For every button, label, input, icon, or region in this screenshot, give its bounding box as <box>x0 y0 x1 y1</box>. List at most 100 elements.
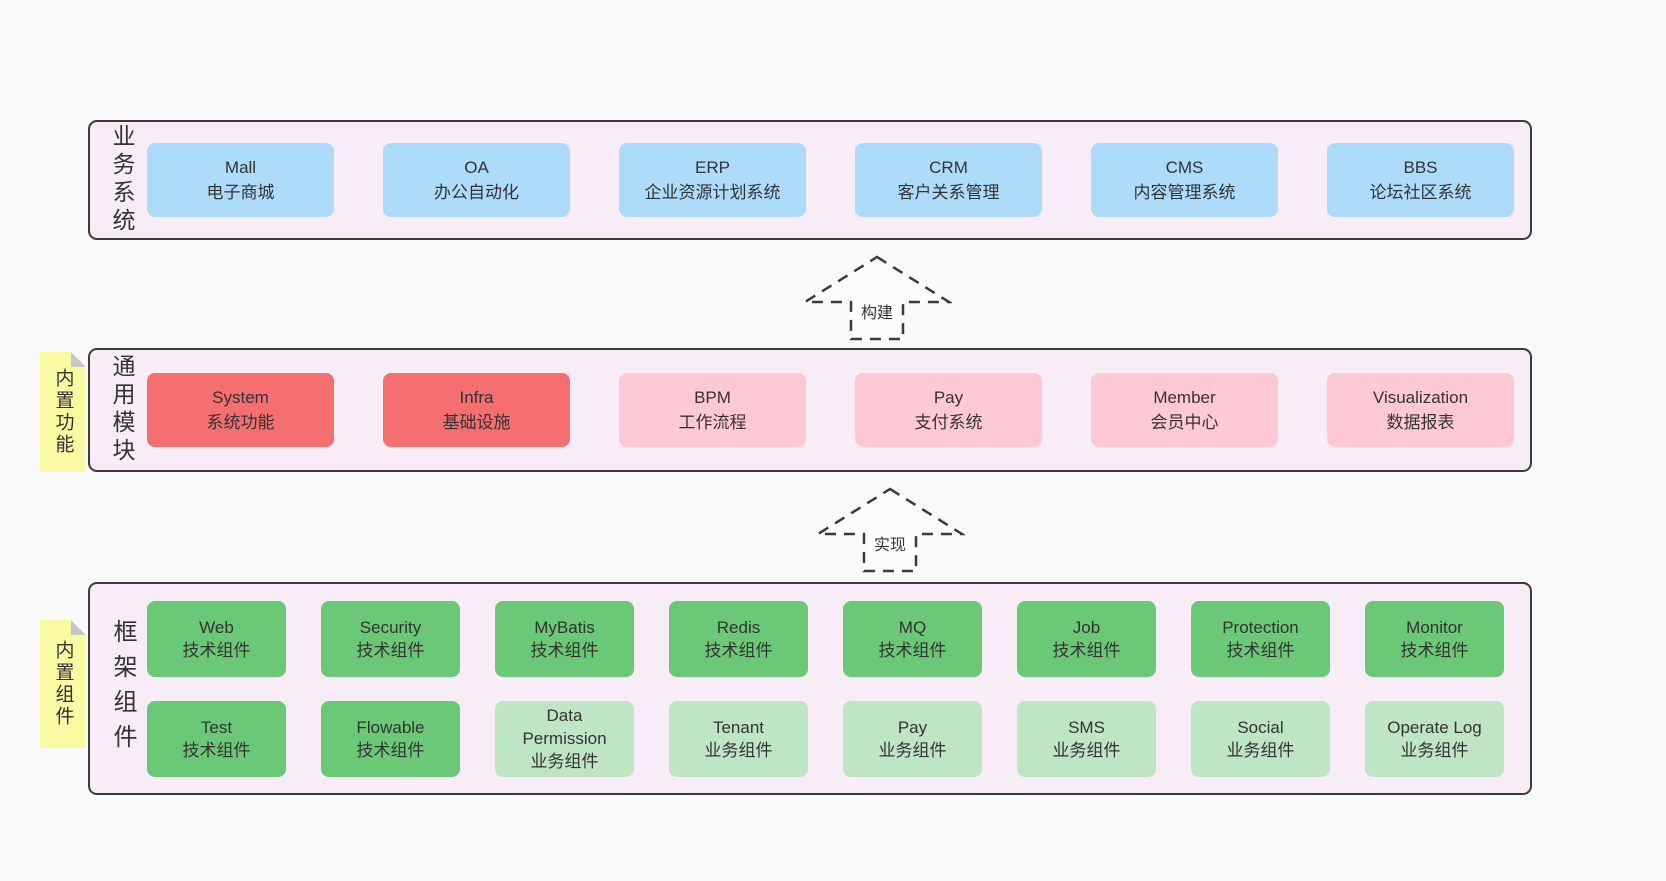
box-system: System 系统功能 <box>147 373 334 447</box>
sticky-fold-icon <box>71 620 86 635</box>
box-protection: Protection 技术组件 <box>1191 600 1330 677</box>
sticky-note: 内置组件 <box>40 620 86 748</box>
box-oa: OA 办公自动化 <box>383 143 570 217</box>
layer-label: 业务系统 <box>109 124 135 236</box>
box-web: Web 技术组件 <box>147 600 286 677</box>
box-desc: 支付系统 <box>914 413 983 432</box>
box-name: Mall <box>224 158 257 177</box>
box-name: Job <box>1072 617 1101 637</box>
box-desc: 内容管理系统 <box>1133 183 1236 202</box>
arrow-label: 构建 <box>854 298 900 324</box>
box-name: Flowable <box>356 717 425 737</box>
box-desc: 技术组件 <box>182 740 251 760</box>
implement-arrow: 实现 <box>815 486 965 574</box>
box-desc: 系统功能 <box>206 413 275 432</box>
box-name: SMS <box>1068 717 1105 737</box>
box-name: CMS <box>1165 158 1204 177</box>
box-sms: SMS 业务组件 <box>1017 700 1156 777</box>
box-name: System <box>212 388 269 407</box>
box-desc: 业务组件 <box>530 752 599 771</box>
box-infra: Infra 基础设施 <box>383 373 570 447</box>
box-name: Security <box>359 617 422 637</box>
box-name: BBS <box>1403 158 1438 177</box>
box-row: Mall 电子商城 OA 办公自动化 ERP 企业资源计划系统 CRM 客户关系管理 CMS 内容… <box>147 143 1514 217</box>
box-bpm: BPM 工作流程 <box>619 373 806 447</box>
box-security: Security 技术组件 <box>321 600 460 677</box>
box-operate-log: Operate Log 业务组件 <box>1365 700 1504 777</box>
box-name: ERP <box>695 158 730 177</box>
box-mall: Mall 电子商城 <box>147 143 334 217</box>
box-desc: 企业资源计划系统 <box>644 183 781 202</box>
box-erp: ERP 企业资源计划系统 <box>619 143 806 217</box>
box-desc: 业务组件 <box>878 740 947 760</box>
box-monitor: Monitor 技术组件 <box>1365 600 1504 677</box>
box-tenant: Tenant 业务组件 <box>669 700 808 777</box>
arrow-label: 实现 <box>867 530 913 556</box>
box-social: Social 业务组件 <box>1191 700 1330 777</box>
box-desc: 技术组件 <box>704 640 773 660</box>
box-pay: Pay 业务组件 <box>843 700 982 777</box>
box-redis: Redis 技术组件 <box>669 600 808 677</box>
box-name: Redis <box>716 617 761 637</box>
box-name: Web <box>199 617 234 637</box>
box-name: Tenant <box>712 717 765 737</box>
sticky-note: 内置功能 <box>40 352 86 472</box>
box-name: BPM <box>694 388 731 407</box>
box-name: CRM <box>929 158 968 177</box>
layer-label: 框架组件 <box>109 618 136 759</box>
box-desc: 技术组件 <box>530 640 599 660</box>
box-desc: 业务组件 <box>1226 740 1295 760</box>
box-name: Operate Log <box>1387 717 1482 737</box>
box-flowable: Flowable 技术组件 <box>321 700 460 777</box>
box-desc: 基础设施 <box>442 413 511 432</box>
sticky-fold-icon <box>71 352 86 367</box>
box-name: Test <box>200 717 233 737</box>
box-desc: 会员中心 <box>1150 413 1219 432</box>
box-name: Pay <box>933 388 964 407</box>
box-pay: Pay 支付系统 <box>855 373 1042 447</box>
layer-label: 通用模块 <box>109 354 135 466</box>
box-desc: 工作流程 <box>678 413 747 432</box>
box-name: Member <box>1153 388 1216 407</box>
box-desc: 电子商城 <box>206 183 275 202</box>
box-desc: 技术组件 <box>1226 640 1295 660</box>
box-name: Infra <box>459 388 494 407</box>
box-job: Job 技术组件 <box>1017 600 1156 677</box>
layer-2: 内置功能 通用模块 System 系统功能 Infra 基础设施 BPM 工作流程 Pay 支付系… <box>40 348 1532 472</box>
box-name: MyBatis <box>534 617 595 637</box>
box-name: Pay <box>897 717 928 737</box>
box-desc: 技术组件 <box>182 640 251 660</box>
box-name: OA <box>464 158 489 177</box>
box-crm: CRM 客户关系管理 <box>855 143 1042 217</box>
box-desc: 业务组件 <box>1052 740 1121 760</box>
box-desc: 业务组件 <box>1400 740 1469 760</box>
box-name: Protection <box>1222 617 1299 637</box>
box-desc: 技术组件 <box>356 640 425 660</box>
box-desc: 技术组件 <box>356 740 425 760</box>
box-desc: 技术组件 <box>1400 640 1469 660</box>
box-rows: System 系统功能 Infra 基础设施 BPM 工作流程 Pay 支付系统 Member 会… <box>147 350 1514 470</box>
box-name: Monitor <box>1406 617 1463 637</box>
box-desc: 客户关系管理 <box>897 183 1000 202</box>
box-desc: 办公自动化 <box>434 183 519 202</box>
box-desc: 技术组件 <box>1052 640 1121 660</box>
box-name: Social <box>1237 717 1284 737</box>
sticky-note-label: 内置功能 <box>52 368 74 456</box>
box-cms: CMS 内容管理系统 <box>1091 143 1278 217</box>
box-desc: 论坛社区系统 <box>1369 183 1472 202</box>
box-row: System 系统功能 Infra 基础设施 BPM 工作流程 Pay 支付系统 Member 会… <box>147 373 1514 447</box>
box-rows: Mall 电子商城 OA 办公自动化 ERP 企业资源计划系统 CRM 客户关系管理 CMS 内容… <box>147 122 1514 238</box>
box-desc: 技术组件 <box>878 640 947 660</box>
box-desc: 业务组件 <box>704 740 773 760</box>
box-test: Test 技术组件 <box>147 700 286 777</box>
build-arrow: 构建 <box>802 254 952 342</box>
box-mybatis: MyBatis 技术组件 <box>495 600 634 677</box>
